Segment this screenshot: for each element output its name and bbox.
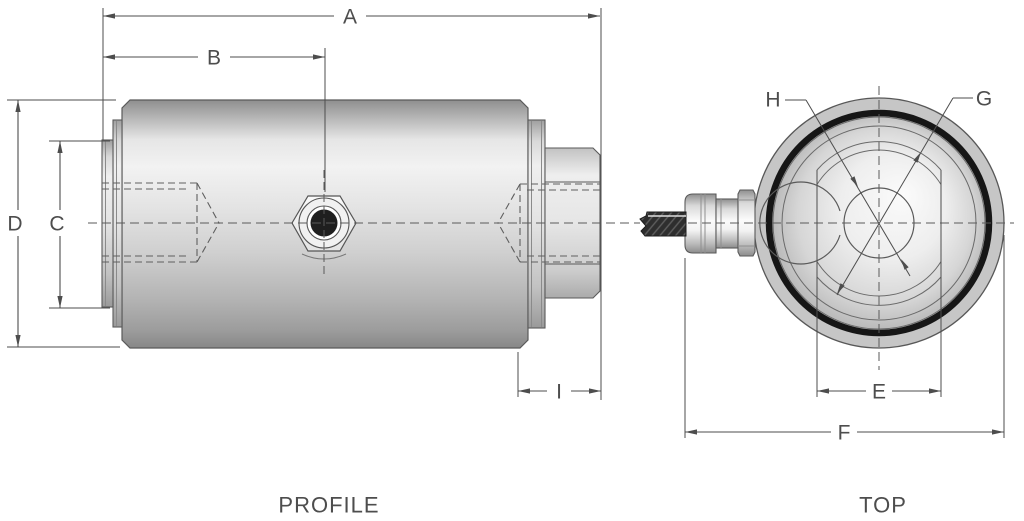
dim-label-e: E [872,381,886,404]
h-arrow-upper [850,176,858,187]
hidden-thread-left [102,182,220,263]
label-bg-i [547,379,571,403]
label-bg-b [198,45,230,69]
top-view: H G E F TOP [639,86,1014,518]
hidden-thread-right [497,183,600,263]
h-arrow-lower [901,259,909,270]
right-ring-boss [527,119,546,329]
profile-view: A B D C I [2,4,640,518]
g-arrow-upper [913,152,921,163]
dimension-c: C [45,140,110,309]
label-bg-d [2,210,28,236]
dimension-f: F [684,235,1005,445]
dim-label-a: A [343,6,357,29]
dim-label-d: D [7,213,22,236]
dimension-i: I [517,352,601,404]
g-arrow-lower [837,283,845,294]
h-diameter-line [805,99,911,277]
dim-label-g: G [976,88,992,111]
dimension-d: D [2,99,120,348]
dim-label-c: C [49,213,64,236]
dimension-g: G [836,88,992,296]
dimension-a: A [102,4,602,400]
center-hex-fitting [291,170,357,276]
profile-caption: PROFILE [278,493,379,518]
g-diameter-line [836,97,954,296]
dimension-e: E [816,170,942,404]
dim-label-h: H [765,89,780,112]
top-caption: TOP [859,493,907,518]
dimension-h: H [765,89,911,277]
cable [639,211,687,237]
dim-label-b: B [207,47,221,70]
label-bg-c [45,210,70,236]
dimension-b: B [103,45,326,192]
label-bg-e [866,379,892,403]
label-bg-a [334,4,366,28]
label-bg-f [831,420,857,444]
dim-label-f: F [838,422,851,445]
dim-label-i: I [556,381,562,404]
